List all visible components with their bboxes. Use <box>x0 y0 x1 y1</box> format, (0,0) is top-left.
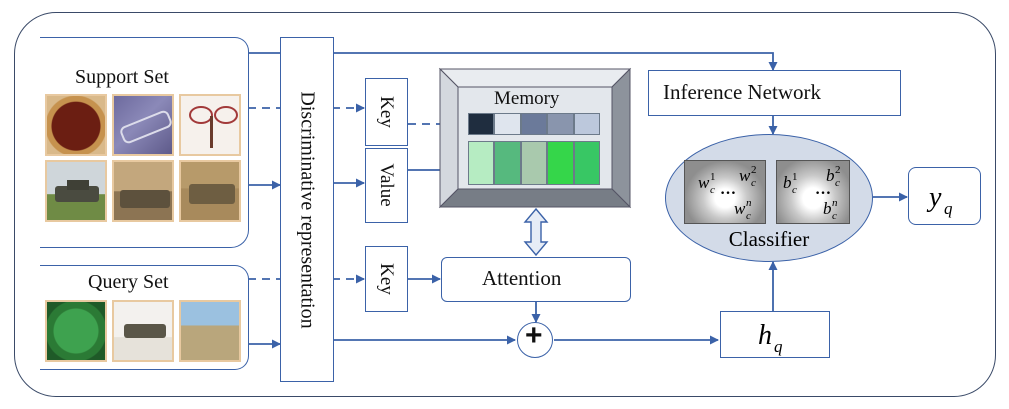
b-c2-sup: 2 <box>835 164 841 176</box>
memory-value-cell <box>547 141 574 185</box>
discriminative-representation-box <box>280 37 334 382</box>
w-c2-sup: 2 <box>751 164 757 176</box>
w-cn-sup: n <box>746 197 752 209</box>
attention-label: Attention <box>482 266 562 290</box>
b-dots: … <box>815 181 831 198</box>
support-image-helmet <box>45 94 107 156</box>
support-to-inference-arrow <box>248 52 778 71</box>
hq-sub: q <box>774 337 783 356</box>
w-cn-base: w <box>734 199 746 218</box>
b-c1-sub: c <box>792 184 797 196</box>
yq-sub: q <box>944 199 953 218</box>
memory-key-cell <box>573 113 600 135</box>
memory-key-cell <box>494 113 521 135</box>
w-c1-sub: c <box>710 184 715 196</box>
memory-key-cell <box>547 113 574 135</box>
memory-attention-double-arrow <box>523 207 549 257</box>
support-key-box <box>365 78 408 146</box>
support-image-knot-brooch <box>112 94 174 156</box>
memory-key-cell <box>468 113 495 135</box>
memory-value-cell <box>520 141 548 185</box>
hq-base: h <box>758 320 772 351</box>
classifier-b-panel <box>776 160 850 224</box>
outer-frame <box>14 12 996 397</box>
support-image-tank-grass <box>45 160 107 222</box>
yq-base: y <box>926 182 942 213</box>
attention-box <box>441 257 631 302</box>
support-image-dragonfly <box>179 94 241 156</box>
memory-key-row <box>468 113 600 135</box>
memory-value-row <box>468 141 600 185</box>
classifier-w-panel <box>684 160 766 224</box>
inference-network-label: Inference Network <box>663 80 821 104</box>
memory-value-cell <box>494 141 521 185</box>
w-c1-sup: 1 <box>710 171 716 183</box>
yq-box <box>908 167 981 225</box>
query-image-path-hill <box>179 300 241 362</box>
b-c1-base: b <box>783 173 792 192</box>
inference-network-box <box>648 70 901 116</box>
support-image-tank-sand <box>179 160 241 222</box>
b-c1-sup: 1 <box>792 171 798 183</box>
classifier-label: Classifier <box>729 227 809 251</box>
query-image-tank-snow <box>112 300 174 362</box>
b-cn-base: b <box>823 199 832 218</box>
hq-box <box>720 311 830 358</box>
support-set-title: Support Set <box>75 66 169 88</box>
w-c1-base: w <box>698 173 710 192</box>
w-cn-sub: c <box>746 210 751 222</box>
w-c2-base: w <box>739 166 751 185</box>
query-set-title: Query Set <box>88 271 169 293</box>
b-c2-sub: c <box>835 177 840 189</box>
memory-title: Memory <box>494 88 560 109</box>
plus-node <box>517 322 553 358</box>
b-cn-sub: c <box>832 210 837 222</box>
memory-value-cell <box>573 141 600 185</box>
query-key-box <box>365 246 408 312</box>
memory-value-cell <box>468 141 495 185</box>
plus-symbol: + <box>525 319 543 352</box>
b-cn-sup: n <box>832 197 838 209</box>
b-c2-base: b <box>826 166 835 185</box>
query-image-green-scope <box>45 300 107 362</box>
w-dots: … <box>720 181 736 198</box>
support-value-box <box>365 148 408 223</box>
support-image-tanks-desert <box>112 160 174 222</box>
w-c2-sub: c <box>751 177 756 189</box>
memory-key-cell <box>520 113 548 135</box>
